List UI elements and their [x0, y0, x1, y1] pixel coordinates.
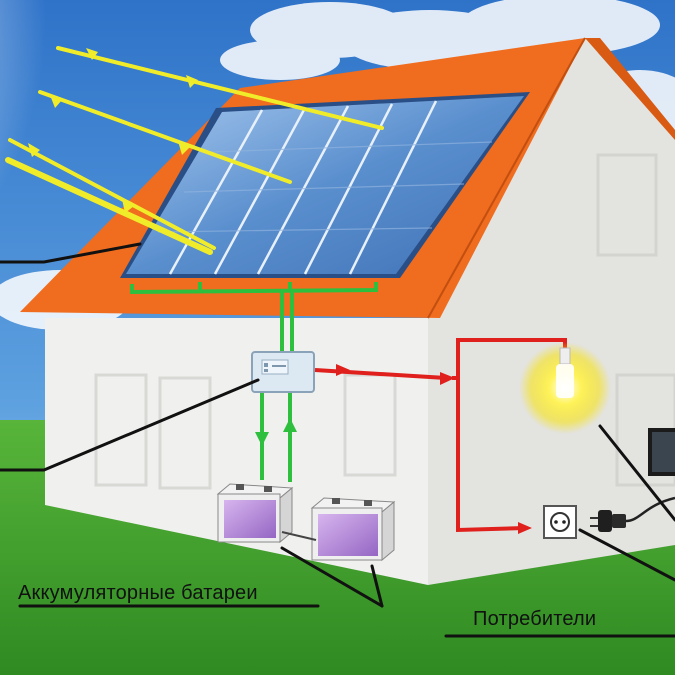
batteries-label: Аккумуляторные батареи	[18, 582, 258, 604]
ac-arrows	[336, 364, 532, 534]
front-window-1	[94, 373, 148, 487]
dc-arrows	[255, 418, 297, 446]
sun-rays	[5, 46, 384, 255]
charge-controller	[251, 351, 315, 393]
consumers-label: Потребители	[473, 608, 597, 630]
power-plug	[590, 496, 675, 532]
front-window-2	[158, 376, 212, 490]
solar-panel	[120, 92, 530, 278]
tv-set	[648, 428, 675, 476]
house-side-wall	[428, 38, 675, 585]
roof-ridge	[427, 37, 586, 319]
light-bulb	[519, 342, 611, 434]
battery-2	[310, 497, 396, 562]
leader-lines	[0, 242, 675, 638]
roof-edge	[585, 38, 675, 140]
battery-link-cable	[281, 531, 317, 541]
sun-ray-arrows	[28, 48, 198, 213]
battery-1	[216, 483, 294, 544]
power-socket	[543, 505, 577, 539]
attic-window	[596, 153, 658, 257]
